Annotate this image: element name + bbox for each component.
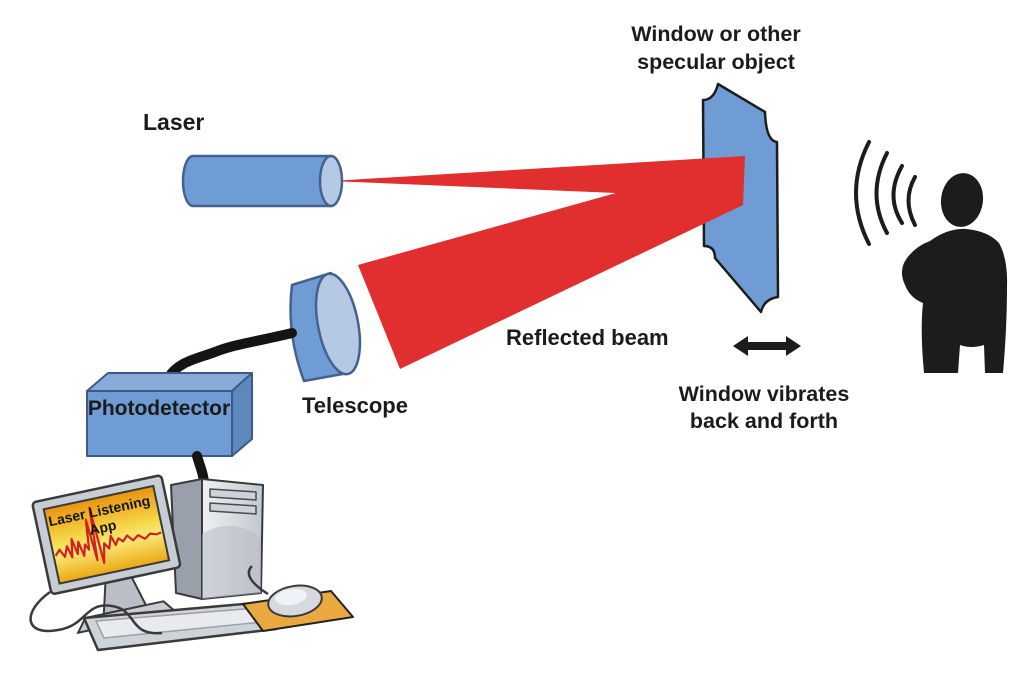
mouse-cable bbox=[247, 565, 269, 596]
photodetector-front-face bbox=[86, 390, 233, 457]
person-body bbox=[901, 228, 1008, 373]
label-vibrates-line1: Window vibrates bbox=[678, 382, 850, 406]
telescope-lens bbox=[314, 272, 362, 376]
person-head bbox=[940, 173, 984, 227]
laser-aperture bbox=[318, 154, 344, 208]
label-window-vibrates: Window vibrates back and forth bbox=[648, 381, 880, 435]
photodetector-box bbox=[86, 372, 253, 457]
sound-waves-icon bbox=[854, 140, 917, 246]
double-arrow-icon bbox=[733, 336, 801, 356]
laser-beam-shape bbox=[331, 156, 745, 369]
person-silhouette bbox=[901, 173, 1008, 373]
label-vibrates-line2: back and forth bbox=[689, 409, 839, 433]
tower-shading bbox=[202, 525, 261, 599]
audio-waveform bbox=[54, 506, 162, 564]
sound-wave-arc bbox=[854, 140, 871, 246]
mouse-highlight bbox=[275, 588, 307, 606]
label-specular-object: Window or other specular object bbox=[584, 20, 848, 76]
tower-drive-bay bbox=[209, 502, 257, 515]
label-laser: Laser bbox=[143, 109, 205, 135]
floor-cable bbox=[29, 590, 163, 635]
sound-wave-arc bbox=[906, 175, 917, 227]
tower-drive-bay bbox=[209, 488, 257, 501]
laser-device-body bbox=[181, 154, 333, 208]
telescope-cable bbox=[164, 328, 297, 382]
computer-tower bbox=[170, 478, 264, 600]
label-specular-line2: specular object bbox=[637, 50, 795, 74]
monitor-screen bbox=[42, 484, 171, 585]
photodetector-top-face bbox=[86, 372, 253, 392]
sound-wave-arc bbox=[891, 164, 904, 225]
label-specular-line1: Window or other bbox=[631, 22, 801, 46]
label-telescope: Telescope bbox=[302, 393, 408, 418]
monitor bbox=[31, 474, 182, 635]
label-reflected-beam: Reflected beam bbox=[506, 325, 669, 350]
label-photodetector: Photodetector bbox=[87, 397, 231, 420]
sound-wave-arc bbox=[874, 151, 889, 235]
